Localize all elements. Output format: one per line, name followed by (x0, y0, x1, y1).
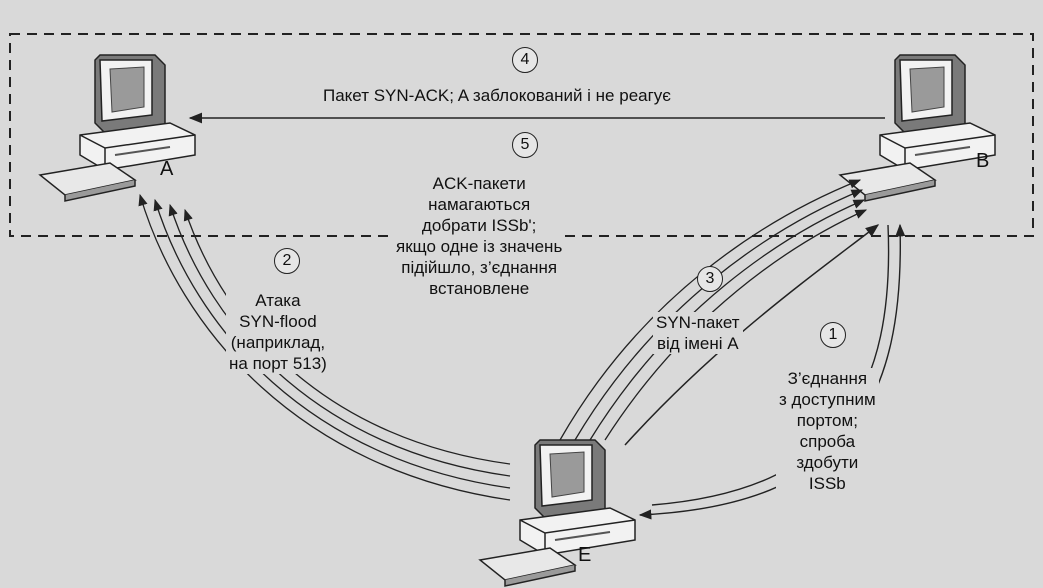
computer-e-icon (479, 439, 636, 587)
step-1-badge: 1 (820, 322, 846, 348)
step-3-badge: 3 (697, 266, 723, 292)
step-5-badge: 5 (512, 132, 538, 158)
step-1-label: З’єднання з доступним портом; спроба здо… (776, 368, 879, 494)
step-2-label: Атака SYN-flood (наприклад, на порт 513) (226, 290, 330, 374)
step-4-label: Пакет SYN-ACK; A заблокований і не реагу… (320, 85, 674, 106)
step-5-label: ACK-пакети намагаються добрати ISSb'; як… (393, 173, 566, 299)
node-label-a: A (160, 158, 174, 180)
node-label-b: B (976, 150, 990, 172)
step-4-badge: 4 (512, 47, 538, 73)
computer-b-icon (839, 54, 996, 202)
step-3-label: SYN-пакет від імені A (653, 312, 743, 354)
step-2-badge: 2 (274, 248, 300, 274)
node-label-e: E (578, 544, 592, 566)
